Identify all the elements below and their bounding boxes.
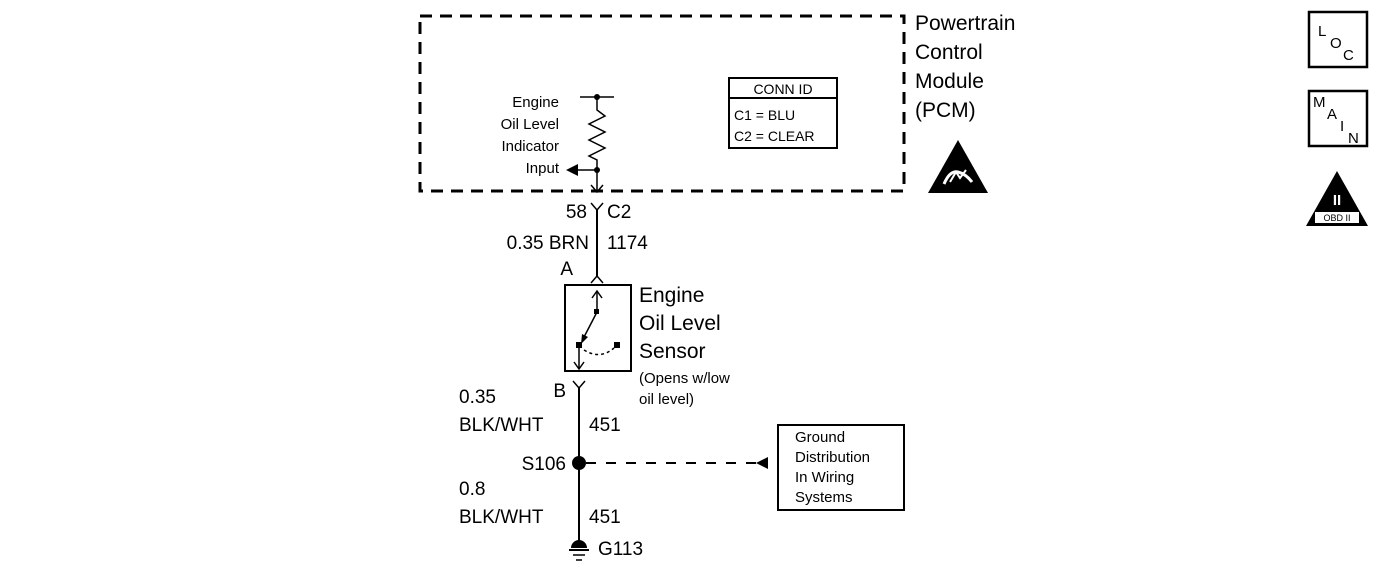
svg-text:N: N	[1348, 130, 1359, 147]
connector-id: C2	[607, 202, 631, 223]
svg-text:In Wiring: In Wiring	[795, 469, 854, 486]
circuit-number: 451	[589, 415, 621, 436]
conn-id-row: C2 = CLEAR	[734, 128, 815, 144]
pcm-boundary	[418, 14, 906, 193]
conn-id-row: C1 = BLU	[734, 107, 795, 123]
svg-text:Module: Module	[915, 70, 984, 93]
obd-ii-symbol: II OBD II	[1306, 171, 1368, 226]
svg-text:Indicator: Indicator	[501, 138, 559, 155]
svg-text:OBD II: OBD II	[1323, 213, 1350, 223]
conn-id-table: CONN ID C1 = BLU C2 = CLEAR	[728, 77, 838, 149]
svg-text:(PCM): (PCM)	[915, 99, 976, 122]
svg-text:Engine: Engine	[512, 94, 559, 111]
pin-a-terminal-icon	[590, 274, 604, 284]
svg-text:O: O	[1330, 35, 1342, 52]
svg-text:I: I	[1340, 118, 1344, 135]
pcm-input-circuit	[566, 94, 614, 194]
svg-text:Ground: Ground	[795, 429, 845, 446]
svg-text:A: A	[1327, 106, 1337, 123]
sensor-note: (Opens w/low oil level)	[639, 370, 730, 408]
pcm-input-label: Engine Oil Level Indicator Input	[501, 94, 560, 177]
svg-text:M: M	[1313, 94, 1326, 111]
oil-level-sensor	[564, 284, 632, 372]
input-arrow-icon	[566, 164, 578, 176]
pin-b-terminal-icon	[572, 380, 586, 390]
wire-gauge: 0.35	[459, 387, 496, 408]
wire-color: BLK/WHT	[459, 507, 544, 528]
circuit-number: 1174	[607, 233, 648, 254]
pin-number: 58	[566, 202, 587, 223]
svg-text:Sensor: Sensor	[639, 340, 706, 363]
connector-c2-terminal-icon	[590, 202, 604, 212]
svg-text:Engine: Engine	[639, 284, 704, 307]
svg-text:Control: Control	[915, 41, 983, 64]
esd-warning-icon	[928, 140, 988, 193]
loc-symbol-button[interactable]: L O C	[1307, 10, 1369, 69]
splice-dot-icon	[572, 456, 586, 470]
sensor-name: Engine Oil Level Sensor	[639, 284, 721, 363]
sensor-pin-b: B	[553, 381, 566, 402]
svg-text:L: L	[1318, 23, 1326, 40]
svg-text:Distribution: Distribution	[795, 449, 870, 466]
main-symbol-button[interactable]: M A I N	[1307, 89, 1369, 148]
svg-text:Oil Level: Oil Level	[639, 312, 721, 335]
circuit-number: 451	[589, 507, 621, 528]
svg-text:Oil Level: Oil Level	[501, 116, 559, 133]
sensor-pin-a: A	[560, 259, 573, 280]
wire-gauge-color: 0.35 BRN	[507, 233, 589, 254]
ground-id: G113	[598, 539, 643, 560]
reference-arrow-icon	[756, 457, 768, 469]
svg-text:oil level): oil level)	[639, 391, 694, 408]
conn-id-header: CONN ID	[753, 81, 812, 97]
wire-color: BLK/WHT	[459, 415, 544, 436]
svg-text:II: II	[1333, 192, 1341, 209]
switch-arrow-icon	[581, 334, 588, 344]
svg-text:(Opens w/low: (Opens w/low	[639, 370, 730, 387]
svg-text:Powertrain: Powertrain	[915, 12, 1015, 35]
splice-id: S106	[522, 454, 566, 475]
svg-text:Input: Input	[526, 160, 560, 177]
ground-icon	[569, 540, 589, 561]
ground-distribution-reference[interactable]: Ground Distribution In Wiring Systems	[777, 424, 905, 511]
svg-text:C: C	[1343, 47, 1354, 64]
wire-gauge: 0.8	[459, 479, 485, 500]
pcm-title: Powertrain Control Module (PCM)	[915, 12, 1015, 122]
svg-text:Systems: Systems	[795, 489, 853, 506]
